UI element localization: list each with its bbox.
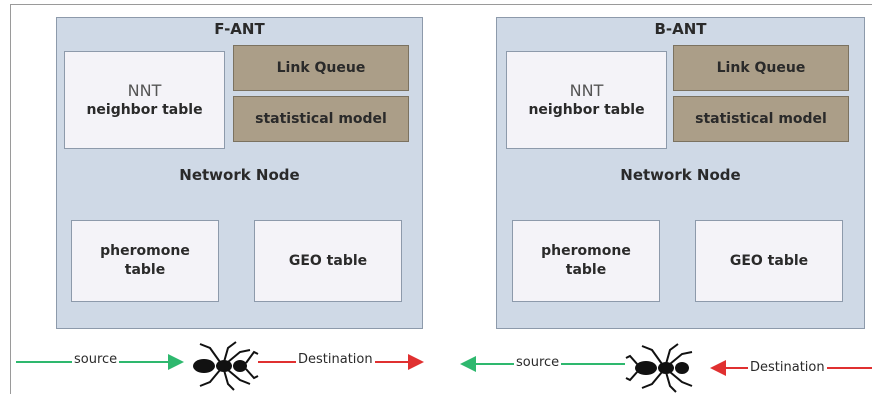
b-ant-geo-table-label: GEO table	[729, 252, 809, 269]
left-source-label: source	[72, 352, 120, 367]
f-ant-network-node-label: Network Node	[179, 166, 300, 184]
right-destination-label: Destination	[748, 360, 827, 375]
f-ant-title: F-ANT	[214, 20, 265, 38]
f-ant-statistical-model-label: statistical model	[255, 110, 387, 127]
b-ant-pheromone-label-line1: pheromone	[541, 243, 631, 260]
ant-icon	[193, 341, 259, 391]
ant-icon	[625, 343, 693, 393]
b-ant-network-node-label: Network Node	[620, 166, 741, 184]
b-ant-title: B-ANT	[654, 20, 707, 38]
f-ant-node-panel: F-ANT NNT neighbor table Link Queue stat…	[56, 17, 423, 329]
b-ant-node-panel: B-ANT NNT neighbor table Link Queue stat…	[496, 17, 865, 329]
f-ant-geo-table-label: GEO table	[288, 252, 368, 269]
frame-border-left	[10, 4, 11, 394]
b-ant-pheromone-table-box: pheromone table	[512, 220, 660, 302]
b-ant-neighbor-table-label: neighbor table	[528, 102, 645, 119]
f-ant-pheromone-label-line2: table	[124, 262, 166, 278]
f-ant-link-queue-label: Link Queue	[276, 59, 366, 76]
f-ant-geo-table-box: GEO table	[254, 220, 402, 302]
b-ant-link-queue-box: Link Queue	[673, 45, 849, 91]
left-destination-label: Destination	[296, 352, 375, 367]
b-ant-nnt-label: NNT	[569, 80, 604, 100]
b-ant-geo-table-box: GEO table	[695, 220, 843, 302]
f-ant-nnt-label: NNT	[127, 80, 162, 100]
b-ant-pheromone-label-line2: table	[565, 262, 607, 278]
b-ant-link-queue-label: Link Queue	[716, 59, 806, 76]
f-ant-nnt-box: NNT neighbor table	[64, 51, 225, 149]
b-ant-statistical-model-box: statistical model	[673, 96, 849, 142]
f-ant-pheromone-label-line1: pheromone	[100, 243, 190, 260]
f-ant-pheromone-table-box: pheromone table	[71, 220, 219, 302]
f-ant-link-queue-box: Link Queue	[233, 45, 409, 91]
frame-border-top	[10, 4, 872, 5]
b-ant-statistical-model-label: statistical model	[695, 110, 827, 127]
b-ant-nnt-box: NNT neighbor table	[506, 51, 667, 149]
f-ant-statistical-model-box: statistical model	[233, 96, 409, 142]
f-ant-neighbor-table-label: neighbor table	[86, 102, 203, 119]
right-source-label: source	[514, 355, 562, 370]
